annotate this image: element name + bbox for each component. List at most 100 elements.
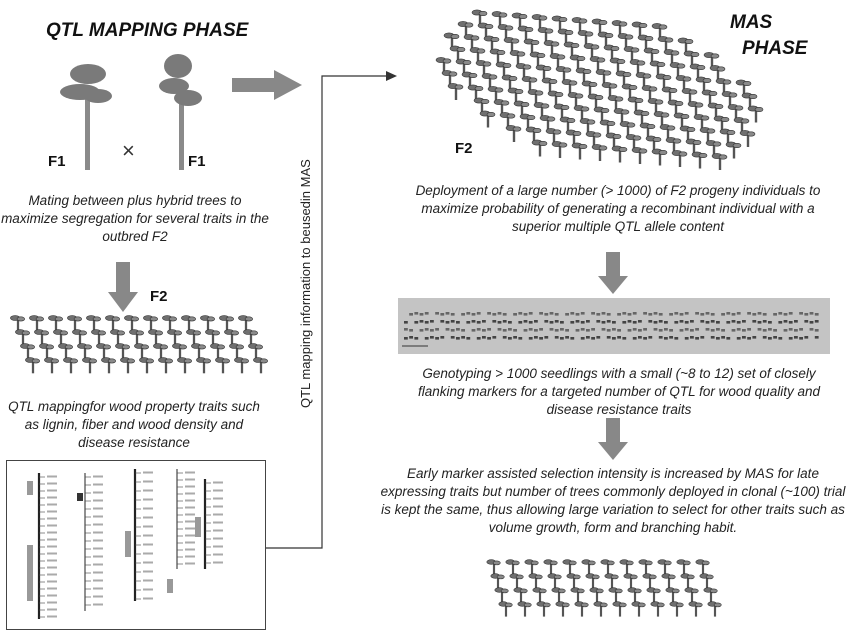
- seedling-icon: [747, 105, 764, 123]
- seedling-icon: [562, 559, 577, 575]
- connector-label: QTL mapping information to beusedin MAS: [298, 159, 313, 408]
- seedling-icon: [627, 96, 644, 114]
- seedling-icon: [577, 30, 594, 47]
- seedling-icon: [507, 87, 524, 105]
- seedling-icon: [158, 357, 173, 374]
- seedling-icon: [579, 118, 596, 135]
- seedling-icon: [493, 99, 510, 116]
- seedling-icon: [570, 587, 585, 603]
- seedling-icon: [531, 139, 548, 157]
- seedling-icon: [34, 329, 49, 346]
- seedling-icon: [665, 587, 680, 603]
- seedling-icon: [659, 124, 676, 141]
- seedling-icon: [477, 22, 494, 40]
- seedling-icon: [96, 343, 111, 360]
- seedling-icon: [637, 34, 654, 52]
- seedling-icon: [475, 60, 492, 77]
- seedling-icon: [473, 97, 490, 115]
- seedling-icon: [599, 119, 616, 137]
- seedling-icon: [253, 357, 268, 374]
- seedling-icon: [511, 12, 528, 30]
- seedling-icon: [110, 329, 125, 346]
- seedling-icon: [605, 132, 622, 150]
- phase-arrow: [232, 70, 302, 100]
- seedling-icon: [224, 329, 239, 346]
- seedling-icon: [673, 112, 690, 130]
- seedling-icon: [693, 114, 710, 131]
- seedling-icon: [679, 125, 696, 143]
- seedling-icon: [101, 357, 116, 374]
- seedling-icon: [490, 573, 505, 589]
- population-label-f2: F2: [455, 140, 473, 157]
- seedling-icon: [703, 52, 720, 69]
- selection-caption: Early marker assisted selection intensit…: [380, 466, 846, 535]
- seedling-icon: [219, 315, 234, 332]
- seedling-icon: [646, 587, 661, 603]
- seedling-icon: [665, 137, 682, 154]
- seedling-icon: [727, 104, 744, 121]
- seedling-icon: [675, 75, 692, 92]
- seedling-icon: [711, 153, 728, 170]
- seedling-icon: [509, 573, 524, 589]
- seedling-icon: [115, 343, 130, 360]
- seedling-icon: [643, 47, 660, 65]
- seedling-icon: [557, 28, 574, 46]
- seedling-icon: [583, 43, 600, 60]
- seedling-icon: [705, 140, 722, 157]
- seedling-icon: [463, 34, 480, 51]
- seedling-icon: [543, 40, 560, 57]
- seedling-icon: [574, 601, 589, 617]
- seedling-icon: [612, 601, 627, 617]
- seedling-icon: [657, 559, 672, 575]
- seedling-icon: [91, 329, 106, 346]
- seedling-icon: [503, 37, 520, 54]
- seedling-icon: [172, 343, 187, 360]
- seedling-icon: [494, 587, 509, 603]
- seedling-icon: [733, 117, 750, 134]
- seedling-icon: [611, 20, 628, 37]
- seedling-icon: [685, 138, 702, 156]
- seedling-icon: [689, 63, 706, 81]
- seedling-icon: [677, 37, 694, 55]
- down-arrow-genotyping: [598, 252, 628, 294]
- seedling-icon: [625, 134, 642, 151]
- seedling-icon: [719, 128, 736, 146]
- seedling-icon: [139, 357, 154, 374]
- seedling-icon: [593, 106, 610, 124]
- parent-right-label: F1: [188, 153, 206, 170]
- seedling-icon: [536, 601, 551, 617]
- seedling-icon: [701, 89, 718, 107]
- seedling-icon: [551, 141, 568, 158]
- parent-tree-right: [159, 54, 202, 170]
- seedling-icon: [635, 72, 652, 89]
- seedling-icon: [529, 51, 546, 69]
- seedling-icon: [143, 315, 158, 332]
- genotyping-gel-image: [398, 298, 830, 354]
- seedling-icon: [585, 573, 600, 589]
- seedling-icon: [669, 62, 686, 79]
- seedling-icon: [186, 329, 201, 346]
- seedling-icon: [537, 27, 554, 44]
- mas-phase-title-line1: MAS: [730, 12, 773, 33]
- seedling-icon: [676, 559, 691, 575]
- seedling-icon: [629, 59, 646, 76]
- seedling-icon: [524, 559, 539, 575]
- mating-caption: Mating between plus hybrid trees to maxi…: [1, 193, 269, 244]
- seedling-icon: [82, 357, 97, 374]
- seedling-icon: [581, 559, 596, 575]
- qtl-mapping-caption: QTL mappingfor wood property traits such…: [8, 399, 260, 450]
- seedling-icon: [86, 315, 101, 332]
- seedling-icon: [20, 343, 35, 360]
- seedling-icon: [601, 82, 618, 99]
- seedling-icon: [669, 601, 684, 617]
- seedling-icon: [581, 80, 598, 98]
- seedling-icon: [162, 315, 177, 332]
- seedling-icon: [248, 343, 263, 360]
- seedling-icon: [539, 115, 556, 132]
- parent-left-label: F1: [48, 153, 66, 170]
- seedling-icon: [39, 343, 54, 360]
- seedling-icon: [44, 357, 59, 374]
- seedling-icon: [567, 92, 584, 109]
- seedling-icon: [234, 357, 249, 374]
- connector-line: [266, 71, 397, 549]
